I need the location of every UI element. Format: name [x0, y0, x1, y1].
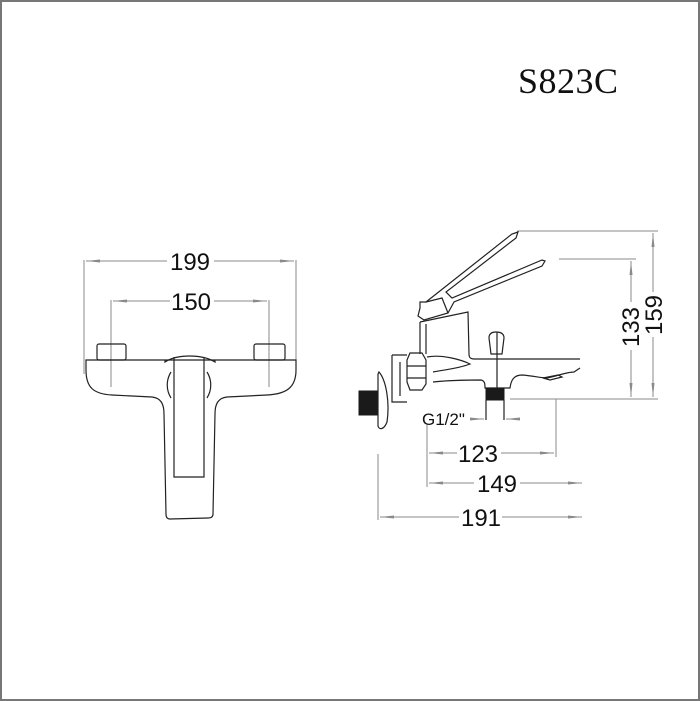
dim-label-g12: G1/2"	[422, 410, 465, 429]
dim-label-123: 123	[458, 441, 498, 468]
valve-body-side	[419, 311, 580, 360]
dim-label-191: 191	[461, 505, 501, 532]
dimension-inlet-spacing: 150	[110, 289, 270, 387]
dim-label-199: 199	[170, 249, 210, 276]
spout-side	[426, 355, 581, 389]
dimension-spout-reach: 149	[429, 471, 582, 498]
dimension-overall-height: 159	[517, 230, 668, 400]
model-code-title: S823C	[518, 61, 619, 101]
wall-flange	[377, 370, 389, 430]
dimension-overall-depth: 191	[380, 505, 582, 532]
aerator	[542, 374, 564, 381]
faucet-body-front	[85, 359, 297, 520]
outlet-thread	[485, 387, 505, 401]
wall-thread	[358, 390, 378, 416]
dim-label-149: 149	[477, 471, 517, 498]
front-view: 199 150	[83, 249, 297, 520]
side-view: 159 133	[358, 230, 668, 532]
dimension-overall-width: 199	[83, 249, 297, 374]
lever-side	[417, 231, 546, 321]
dim-label-150: 150	[171, 289, 211, 316]
union-nut	[406, 352, 427, 391]
dimension-spout-reach-outlet: 123	[429, 441, 554, 468]
lever-front	[173, 357, 205, 478]
dim-label-133: 133	[618, 307, 645, 347]
eccentric-connector	[391, 354, 407, 403]
handle-front	[164, 355, 216, 364]
dim-label-159: 159	[641, 295, 668, 335]
dimension-lever-height: 133	[559, 258, 645, 397]
